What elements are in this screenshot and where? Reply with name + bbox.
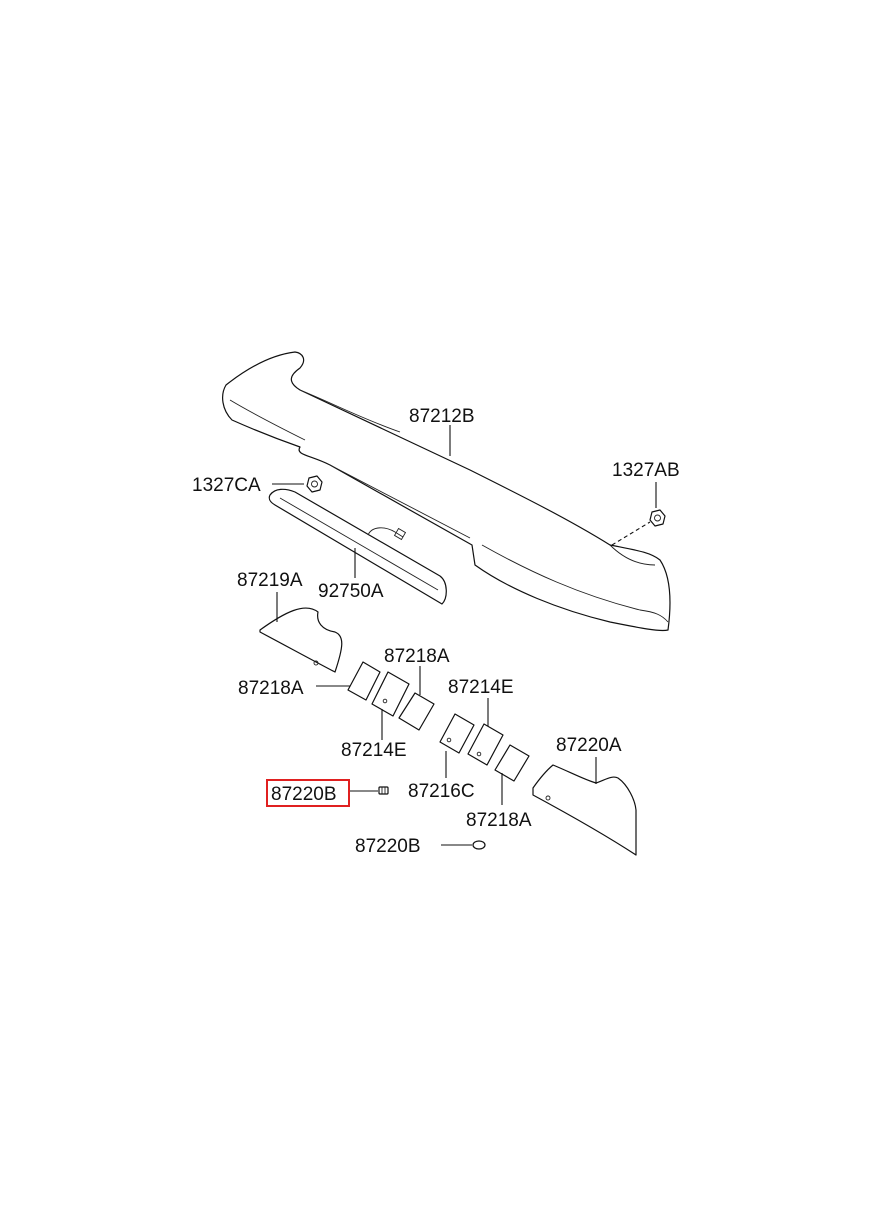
pad-87218A-left[interactable]: [347, 661, 381, 701]
label-87219A: 87219A: [237, 570, 303, 591]
label-87212B: 87212B: [409, 406, 475, 427]
pad-87218A-bottom[interactable]: [494, 744, 530, 782]
label-1327CA: 1327CA: [192, 475, 261, 496]
label-87220B-lower: 87220B: [355, 836, 421, 857]
pad-87219A[interactable]: [259, 607, 343, 673]
label-87214E-left: 87214E: [341, 740, 407, 761]
leader-lines: [272, 425, 657, 846]
pad-87214E-right[interactable]: [467, 723, 504, 766]
clip-87220B-lower[interactable]: [472, 840, 486, 850]
label-87220B-highlighted: 87220B: [271, 784, 337, 805]
label-87218A-bottom: 87218A: [466, 810, 532, 831]
label-1327AB: 1327AB: [612, 460, 680, 481]
lamp-92750A[interactable]: [268, 488, 447, 605]
label-87214E-right: 87214E: [448, 677, 514, 698]
label-87218A-left: 87218A: [238, 678, 304, 699]
pad-87220A[interactable]: [532, 764, 637, 856]
label-87218A-top: 87218A: [384, 646, 450, 667]
pad-87218A-top[interactable]: [398, 692, 435, 731]
label-87216C: 87216C: [408, 781, 475, 802]
spoiler-87212B[interactable]: [222, 351, 671, 632]
pad-87214E-left[interactable]: [371, 671, 410, 717]
pad-87216C[interactable]: [439, 713, 475, 754]
clip-87220B-highlighted[interactable]: [378, 786, 389, 795]
nut-1327CA[interactable]: [306, 475, 323, 493]
label-87220A: 87220A: [556, 735, 622, 756]
label-92750A: 92750A: [318, 581, 384, 602]
highlight-box: [266, 779, 350, 807]
nut-1327AB[interactable]: [649, 509, 666, 527]
